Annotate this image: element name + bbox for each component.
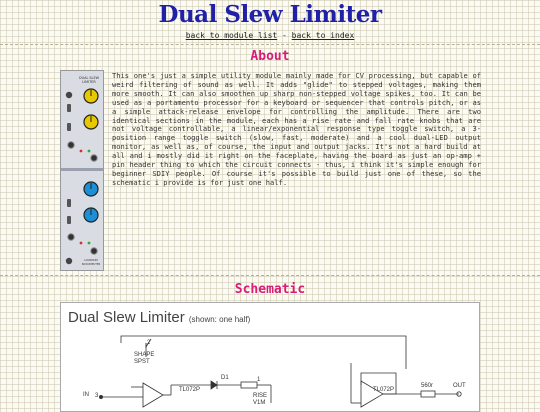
label-opamp2: TL072P [373, 387, 395, 393]
led-3 [79, 241, 83, 245]
module-photo: DUAL SLEW LIMITER LOOKMUM NOCOMPUTER [60, 70, 104, 271]
input-jack-1 [67, 141, 75, 149]
nav-separator: - [277, 31, 292, 40]
label-spst: SPST [134, 359, 150, 365]
panel-label-1: DUAL SLEW [79, 76, 100, 80]
toggle-switch-2 [67, 123, 71, 131]
about-heading: About [250, 49, 290, 64]
back-to-index-link[interactable]: back to index [291, 31, 355, 40]
schematic-title: Dual Slew Limiter (shown: one half) [68, 309, 250, 326]
led-4 [87, 241, 91, 245]
about-description: This one's just a simple utility module … [112, 71, 481, 187]
schematic-title-text: Dual Slew Limiter [68, 309, 185, 326]
label-resistor: 560r [421, 383, 434, 389]
back-to-module-list-link[interactable]: back to module list [185, 31, 278, 40]
schematic-image: Dual Slew Limiter (shown: one half) [60, 302, 480, 412]
label-shape: SHAPE [134, 352, 155, 358]
nav-links: back to module list - back to index [0, 31, 540, 40]
label-output: OUT [453, 383, 466, 389]
panel-footer: LOOKMUM [84, 258, 98, 262]
input-jack-2 [67, 233, 75, 241]
label-rise: RISE [253, 393, 268, 399]
schematic-heading: Schematic [234, 282, 306, 297]
label-opamp1: TL072P [179, 387, 201, 393]
panel-screw-icon [65, 91, 73, 99]
toggle-switch-4 [67, 216, 71, 224]
output-jack-1 [90, 154, 98, 162]
toggle-switch-3 [67, 199, 71, 207]
schematic-wiring [99, 335, 462, 408]
led-2 [87, 149, 91, 153]
label-pin3: 3 [95, 393, 99, 399]
divider-middle [0, 275, 540, 276]
schematic-subtitle: (shown: one half) [188, 315, 251, 324]
output-jack-2 [90, 247, 98, 255]
label-pin2: 2 [147, 340, 151, 346]
divider-top [0, 44, 540, 45]
toggle-switch-1 [67, 104, 71, 112]
label-diode: D1 [221, 375, 229, 381]
led-1 [79, 149, 83, 153]
panel-screw-icon [65, 257, 73, 265]
panel-footer-2: NOCOMPUTER [82, 262, 101, 266]
label-pin1: 1 [257, 377, 261, 383]
label-input: IN [83, 392, 89, 398]
page-title: Dual Slew Limiter [158, 1, 382, 28]
module-panel-illustration: DUAL SLEW LIMITER LOOKMUM NOCOMPUTER [61, 71, 103, 270]
panel-label-2: LIMITER [82, 80, 96, 84]
label-rise-value: V1M [253, 400, 266, 406]
